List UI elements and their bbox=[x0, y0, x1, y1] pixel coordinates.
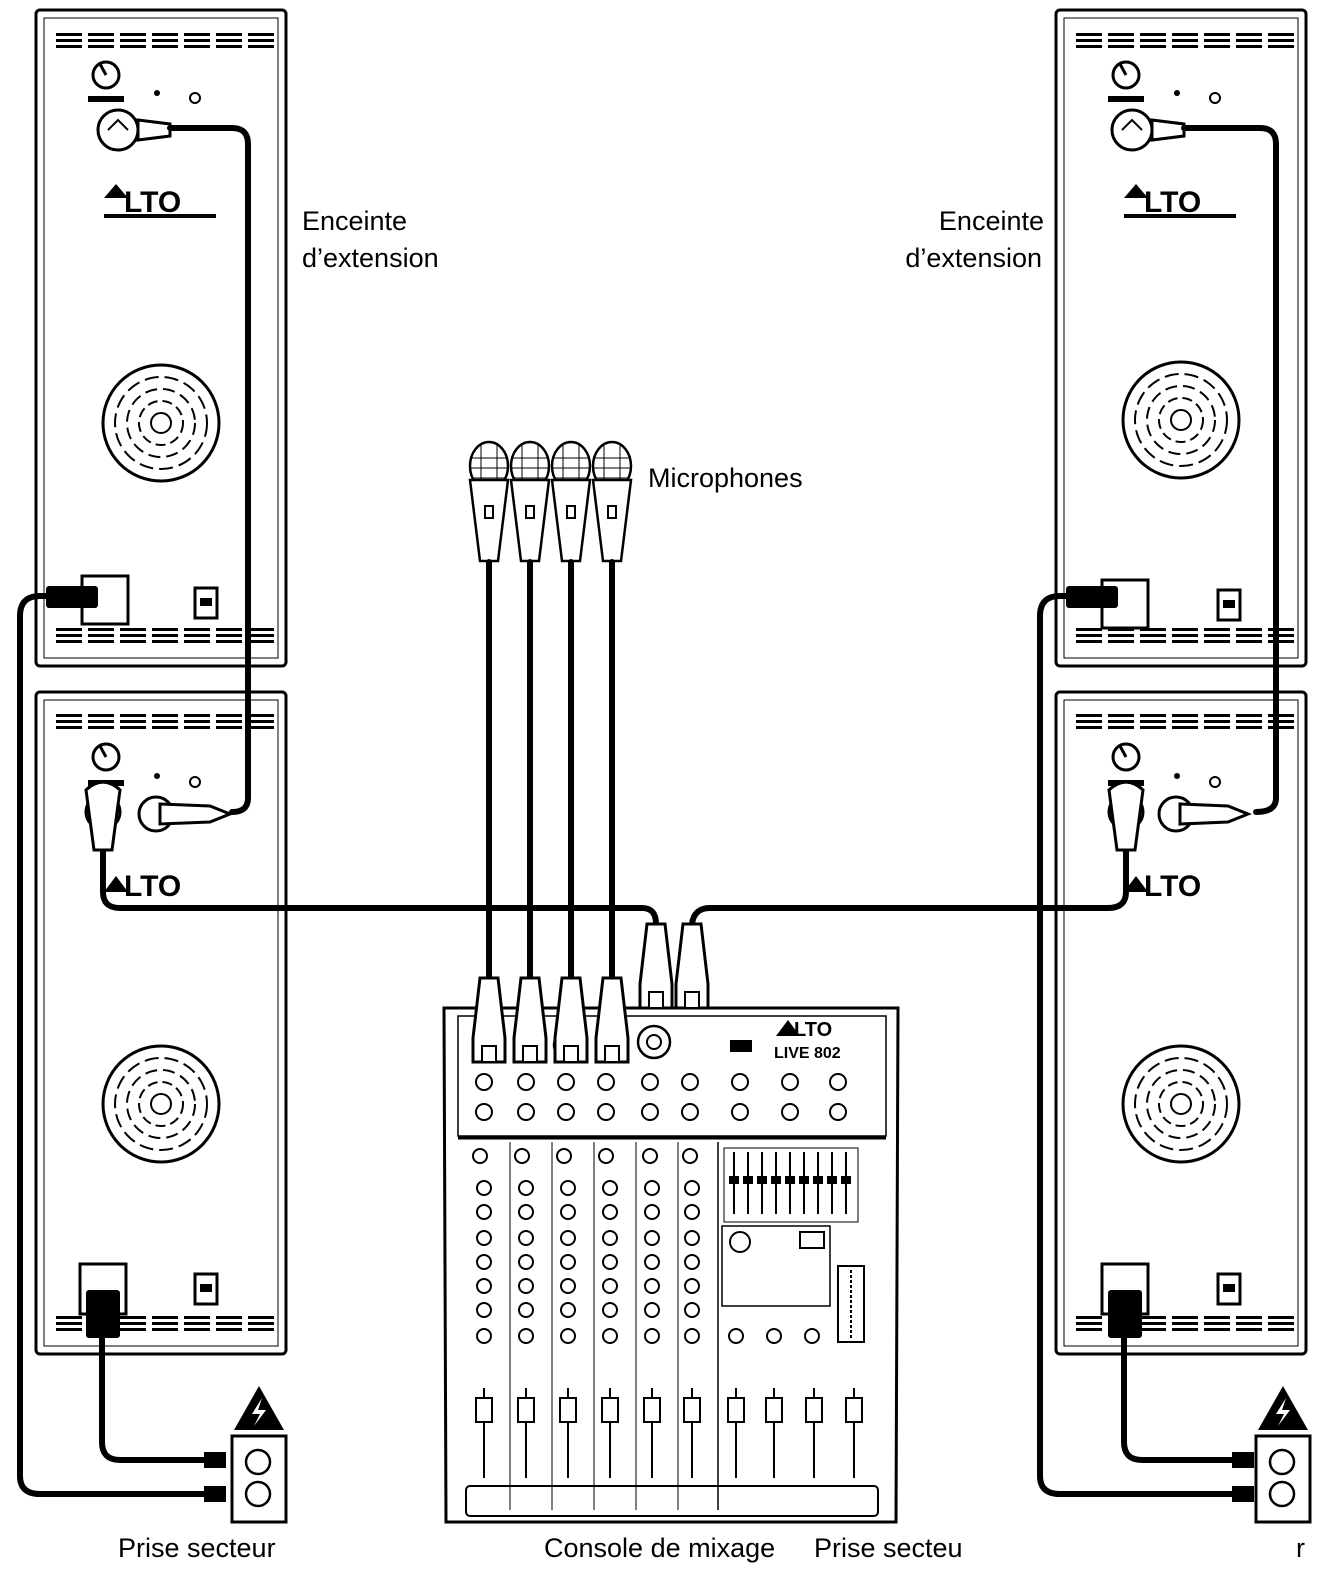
speaker-left-extension: LTO bbox=[34, 8, 288, 668]
label-outlet-right-end: r bbox=[1296, 1533, 1305, 1563]
speaker-right-main: LTO bbox=[1054, 690, 1308, 1356]
label-extension-right: Enceinte bbox=[939, 206, 1044, 236]
mixer-logo: LTO bbox=[794, 1019, 832, 1041]
cables bbox=[17, 125, 1279, 1497]
speaker-right-extension: LTO bbox=[1054, 8, 1308, 668]
microphone-icon bbox=[550, 440, 592, 563]
xlr-input-plugs bbox=[84, 780, 1145, 852]
label-extension-right-2: d’extension bbox=[905, 243, 1042, 273]
label-extension-left-2: d’extension bbox=[302, 243, 439, 273]
label-outlet-left: Prise secteur bbox=[118, 1533, 276, 1563]
power-outlet-right bbox=[1254, 1386, 1312, 1524]
microphone-icon bbox=[468, 440, 510, 563]
mixer-model: LIVE 802 bbox=[774, 1045, 841, 1062]
microphones bbox=[468, 440, 633, 563]
microphone-icon bbox=[591, 440, 633, 563]
alto-logo: LTO bbox=[1144, 186, 1201, 219]
high-voltage-warning-icon bbox=[1258, 1386, 1308, 1430]
label-extension-left: Enceinte bbox=[302, 206, 407, 236]
power-outlet-left bbox=[230, 1386, 288, 1524]
high-voltage-warning-icon bbox=[234, 1386, 284, 1430]
alto-logo: LTO bbox=[1144, 870, 1201, 903]
microphone-icon bbox=[509, 440, 551, 563]
mixing-console: LTO LIVE 802 bbox=[442, 1006, 900, 1524]
alto-logo: LTO bbox=[124, 870, 181, 903]
alto-logo: LTO bbox=[124, 186, 181, 219]
label-mixer: Console de mixage bbox=[544, 1533, 775, 1563]
label-outlet-right: Prise secteu bbox=[814, 1533, 963, 1563]
label-microphones: Microphones bbox=[648, 463, 803, 493]
